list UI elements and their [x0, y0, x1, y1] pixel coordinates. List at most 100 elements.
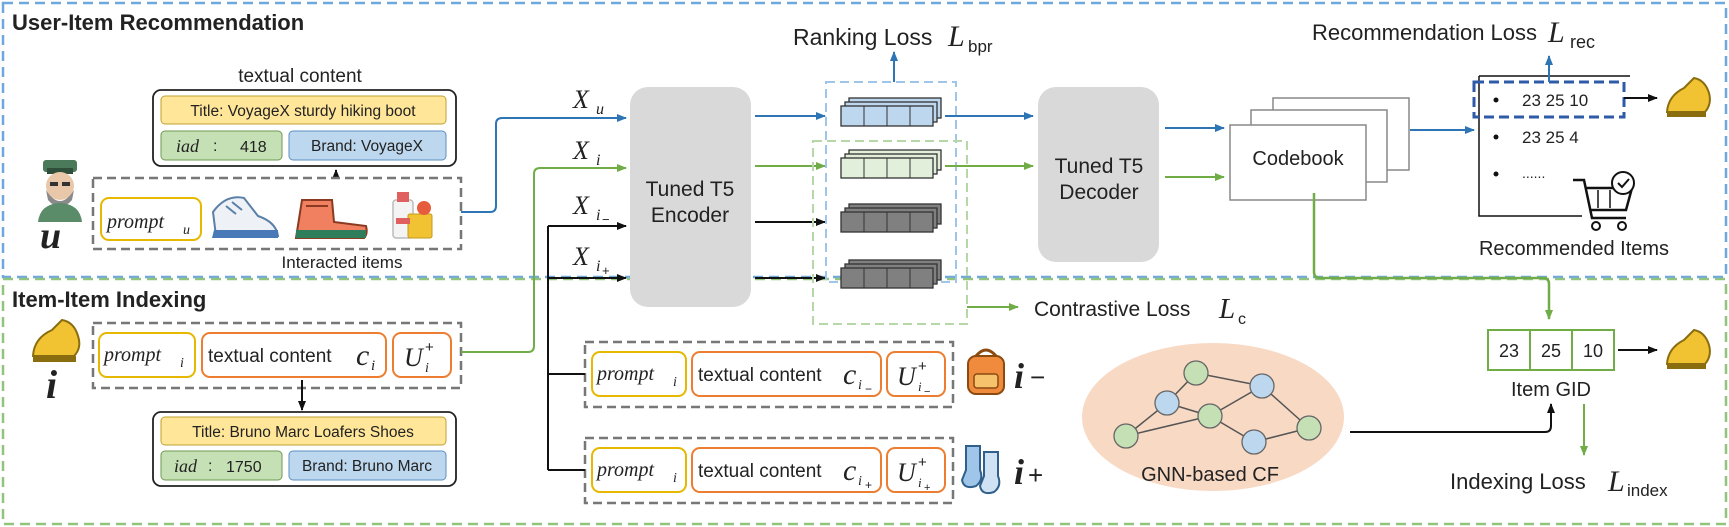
xipos-subsub: + [602, 263, 610, 278]
user-prompt-text: prompt [105, 211, 164, 233]
xi-sub: i [596, 152, 600, 169]
item-user-set-symbol: U [404, 343, 425, 372]
neg-user-set-box [886, 351, 946, 397]
gnn-node [1296, 415, 1322, 441]
user-item-section [1, 1, 1728, 279]
rec-row-2: 23 25 4 [1522, 128, 1579, 147]
neg-textual-content-text: textual content [698, 365, 822, 386]
groceries-icon [392, 192, 433, 239]
pos-user-set-sup: + [918, 454, 927, 471]
item-title-field [160, 416, 447, 446]
contrastive-loss-region [812, 140, 968, 325]
arrow-xu [461, 114, 627, 213]
pos-textual-content-box [691, 447, 882, 493]
item-title-text: Title: Bruno Marc Loafers Shoes [192, 424, 414, 441]
item-prompt-text: prompt [102, 344, 161, 366]
item-prompt-sub: i [180, 356, 184, 371]
pos-user-set-box [886, 447, 946, 493]
sneaker-icon [211, 196, 280, 238]
user-iad-field [160, 130, 283, 161]
xineg-subsub: − [602, 212, 610, 227]
user-iad-sep: : [213, 138, 217, 155]
gid-cell-2 [1529, 329, 1573, 371]
item-gid-label: Item GID [1511, 379, 1591, 401]
gid-cell-3 [1571, 329, 1615, 371]
neg-user-set-subsub: − [924, 386, 930, 398]
encoder-line2: Encoder [651, 204, 729, 227]
ranking-loss-label: Ranking Loss [793, 24, 932, 50]
embedding-positive [840, 259, 942, 289]
embedding-item [840, 149, 942, 179]
neg-content-symbol: c [843, 358, 856, 391]
item-iad-sep: : [208, 458, 212, 475]
contrastive-loss-label: Contrastive Loss [1034, 298, 1190, 321]
item-user-set-sup: + [425, 339, 434, 356]
item-content-sub: i [371, 358, 375, 374]
user-symbol: u [40, 215, 61, 257]
embedding-user [840, 97, 942, 127]
gnn-node [1154, 390, 1180, 416]
pos-content-subsub: + [865, 478, 872, 492]
gid-value-2: 25 [1541, 341, 1561, 361]
item-brand-field [288, 450, 447, 481]
item-brand-text: Brand: Bruno Marc [302, 458, 432, 475]
user-brand-field [288, 130, 447, 161]
neg-user-set-sup: + [918, 358, 927, 375]
encoder-line1: Tuned T5 [646, 178, 735, 201]
user-textual-content-label: textual content [238, 66, 362, 87]
codebook-label: Codebook [1252, 148, 1344, 170]
neg-item-symbol: i [1014, 356, 1024, 396]
shopping-cart-icon [1573, 171, 1635, 231]
xu-symbol: X [572, 85, 590, 114]
gnn-node [1113, 423, 1139, 449]
user-prompt-sub: u [183, 223, 190, 238]
user-title-field [160, 95, 447, 125]
user-iad-value: 418 [240, 139, 267, 156]
item-user-set-sub: i [425, 361, 429, 376]
pos-content-sub: i [858, 474, 862, 489]
codebook-block [1229, 124, 1367, 201]
xipos-sub: i [596, 258, 600, 275]
gid-shoe-icon [1665, 328, 1711, 369]
xineg-symbol: X [572, 191, 590, 220]
t5-decoder-block [1038, 87, 1159, 262]
user-prompt-box [100, 197, 202, 241]
pos-prompt-sub: i [673, 471, 677, 486]
arrow-xi [461, 164, 627, 353]
rec-row-1: 23 25 10 [1522, 91, 1588, 110]
section-title-item-item: Item-Item Indexing [12, 287, 206, 312]
item-iad-value: 1750 [226, 459, 262, 476]
pos-user-set-symbol: U [897, 458, 918, 487]
pos-content-symbol: c [843, 454, 856, 487]
gnn-node [1249, 373, 1275, 399]
neg-item-sub: − [1030, 362, 1045, 392]
indexing-loss-sub: index [1627, 481, 1668, 500]
rec-loss-label: Recommendation Loss [1312, 20, 1537, 45]
pos-textual-content-text: textual content [698, 461, 822, 482]
item-input-box [91, 321, 463, 390]
rec-loss-sub: rec [1570, 32, 1595, 52]
user-iad-label: iad [176, 136, 200, 156]
item-iad-field [160, 450, 283, 481]
item-prompt-box [98, 332, 196, 378]
pos-item-symbol: i [1014, 452, 1024, 492]
pos-user-set-sub: i [918, 475, 922, 490]
embedding-negative [840, 203, 942, 233]
backpack-icon [967, 348, 1005, 395]
gnn-cf-label: GNN-based CF [1141, 464, 1279, 486]
contrastive-loss-symbol: L [1218, 293, 1235, 325]
pos-item-sub: + [1028, 460, 1043, 490]
item-user-set-box [392, 332, 452, 378]
user-avatar-icon [38, 160, 82, 222]
decoder-line1: Tuned T5 [1055, 155, 1144, 178]
item-symbol: i [46, 362, 57, 407]
neg-content-sub: i [858, 378, 862, 393]
neg-prompt-box [591, 351, 687, 397]
ranking-loss-sub: bpr [968, 37, 993, 56]
item-iad-label: iad [174, 456, 198, 476]
decoder-line2: Decoder [1059, 181, 1138, 204]
boot-icon [294, 199, 368, 239]
item-content-symbol: c [356, 339, 369, 372]
ranking-loss-symbol: L [947, 20, 965, 53]
